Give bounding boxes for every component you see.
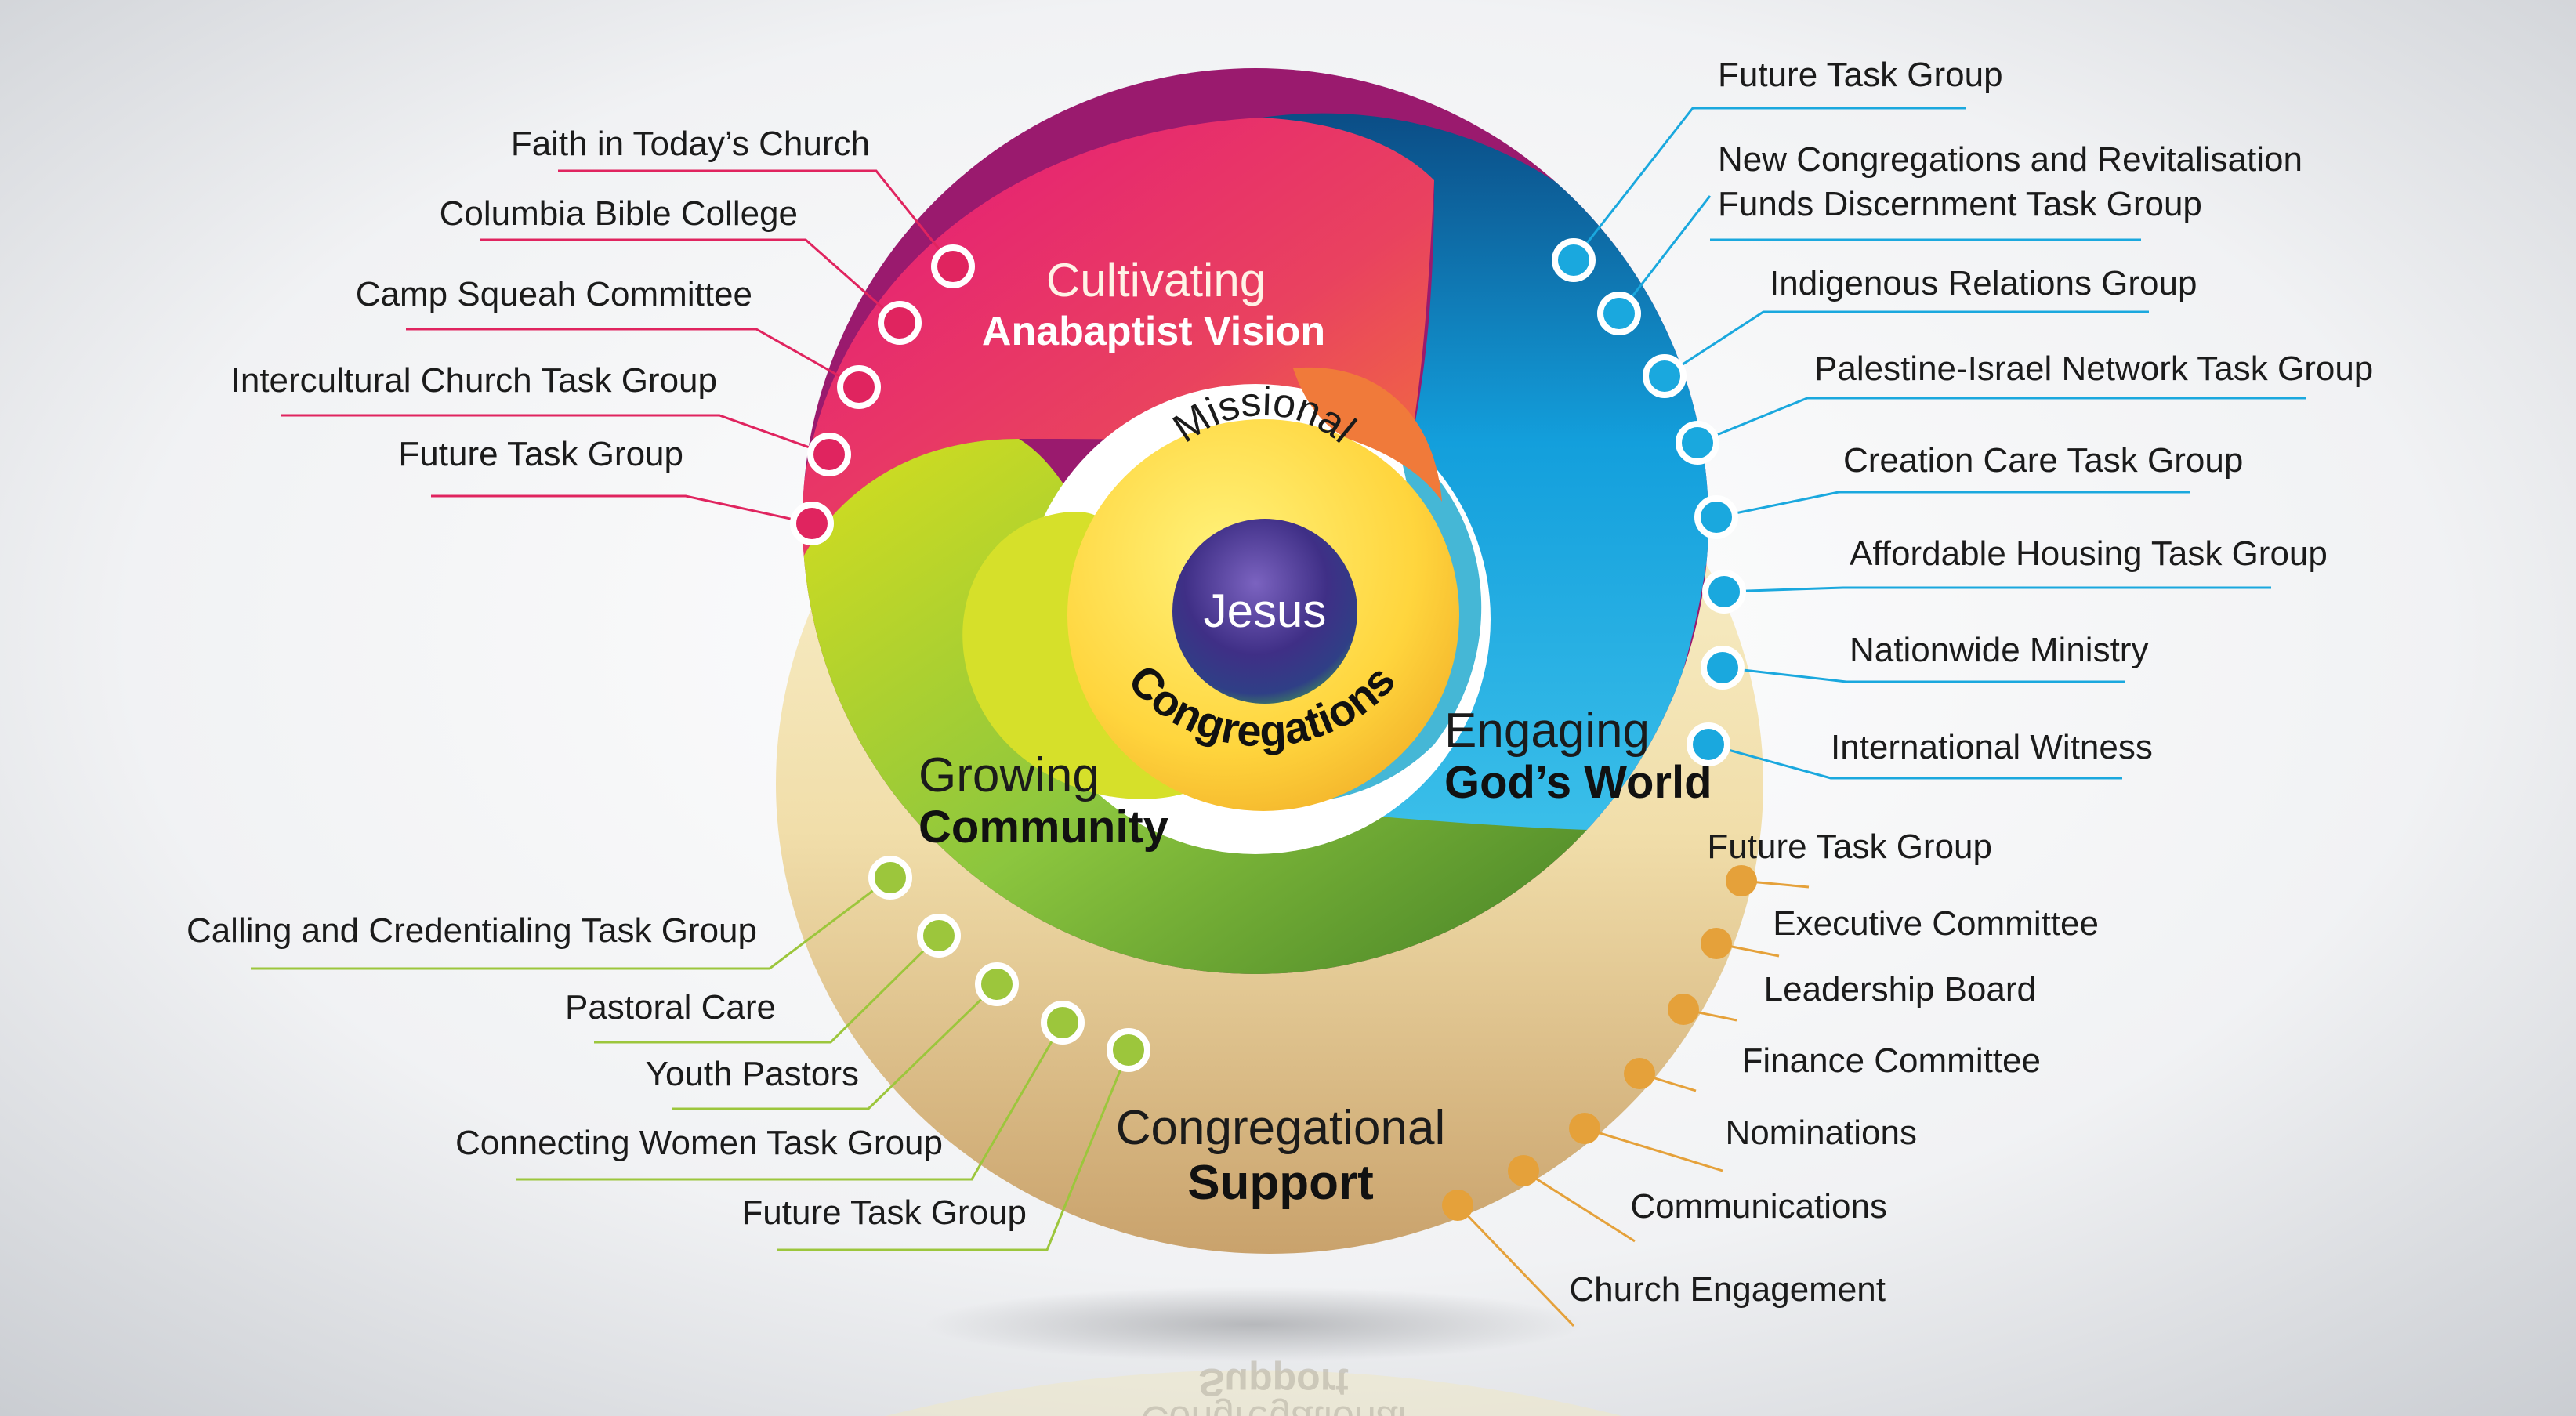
- callout-label-red-4: Future Task Group: [398, 435, 683, 473]
- red-inner-swirl: [1293, 367, 1442, 502]
- callout-leader-line: [1572, 107, 1966, 261]
- callout-dot: [837, 365, 881, 409]
- callout-leader-line: [1523, 1169, 1636, 1243]
- callout-dot: [1597, 292, 1641, 335]
- support-line2: Support: [1187, 1156, 1374, 1210]
- callout-label-green-2: Youth Pastors: [646, 1055, 859, 1093]
- callout-leader-line: [594, 934, 940, 1044]
- callout-label-blue-2: Funds Discernment Task Group: [1718, 185, 2202, 223]
- callout-dot: [917, 914, 961, 958]
- callout-leader-line: [558, 169, 955, 267]
- engaging-sector: [1254, 113, 1708, 846]
- callout-label-blue-1: New Congregations and Revitalisation: [1718, 140, 2302, 179]
- callout-dot: [1687, 722, 1730, 766]
- callout-label-orange-0: Future Task Group: [1707, 828, 1992, 866]
- callout-leader-line: [1456, 1204, 1575, 1327]
- callout-label-blue-4: Palestine-Israel Network Task Group: [1814, 349, 2373, 388]
- callout-dot: [1624, 1058, 1655, 1089]
- callout-label-orange-1: Executive Committee: [1773, 904, 2099, 943]
- callout-dot: [975, 962, 1019, 1006]
- callout-dot: [1676, 421, 1719, 465]
- callout-leader-line: [1722, 666, 2125, 683]
- jesus-label: Jesus: [1204, 585, 1327, 637]
- callout-leader-line: [1697, 397, 2306, 444]
- reflection-text-1: Support: [1198, 1360, 1349, 1404]
- callout-dot: [790, 502, 834, 545]
- callout-leader-line: [516, 1022, 1064, 1181]
- callout-leader-line: [406, 328, 860, 389]
- callout-label-blue-6: Affordable Housing Task Group: [1850, 534, 2328, 573]
- callout-dot: [807, 433, 851, 476]
- callout-label-blue-5: Creation Care Task Group: [1843, 441, 2243, 480]
- reflection-text-2: Congregational: [1140, 1398, 1406, 1416]
- callout-label-orange-2: Leadership Board: [1764, 970, 2036, 1009]
- callout-dot: [878, 301, 922, 345]
- callout-dot: [1702, 570, 1746, 614]
- cultivating-line1: Cultivating: [1046, 254, 1266, 306]
- callout-dot: [931, 244, 975, 288]
- jesus-orb: [1172, 519, 1357, 704]
- callout-leader-line: [1716, 491, 2190, 519]
- callout-label-red-1: Columbia Bible College: [440, 194, 798, 233]
- callout-label-red-3: Intercultural Church Task Group: [231, 361, 717, 400]
- callout-label-green-1: Pastoral Care: [565, 988, 776, 1027]
- support-line1: Congregational: [1116, 1101, 1446, 1155]
- growing-line2: Community: [918, 802, 1168, 853]
- callout-label-orange-6: Church Engagement: [1569, 1270, 1886, 1309]
- callout-dot: [1694, 495, 1738, 539]
- callout-dot: [1701, 646, 1745, 690]
- callout-leader-line: [1708, 743, 2122, 780]
- cultivating-sector: [803, 117, 1434, 564]
- callout-label-blue-0: Future Task Group: [1718, 56, 2003, 94]
- callout-leader-line: [1664, 310, 2149, 378]
- callout-leader-line: [251, 876, 891, 970]
- callout-leader-line: [1723, 586, 2271, 593]
- engaging-line2: God’s World: [1444, 757, 1712, 808]
- callout-leader-line: [281, 414, 830, 456]
- callout-label-green-0: Calling and Credentialing Task Group: [187, 911, 757, 950]
- callout-dot: [1508, 1155, 1539, 1186]
- callout-label-green-3: Connecting Women Task Group: [455, 1124, 943, 1162]
- callout-leader-line: [431, 494, 813, 525]
- callout-dot: [1668, 994, 1699, 1025]
- ground-shadow: [925, 1287, 1583, 1362]
- callout-label-orange-4: Nominations: [1725, 1114, 1917, 1152]
- callout-leader-line: [480, 238, 900, 324]
- callout-dot: [868, 856, 912, 900]
- callout-leader-line: [672, 983, 998, 1110]
- callout-dot: [1442, 1190, 1473, 1221]
- callout-dot: [1552, 238, 1596, 282]
- growing-line1: Growing: [918, 748, 1100, 802]
- callout-label-red-2: Camp Squeah Committee: [356, 275, 752, 313]
- callout-label-red-0: Faith in Today’s Church: [511, 125, 870, 163]
- cultivating-line2: Anabaptist Vision: [982, 309, 1325, 354]
- callout-label-blue-3: Indigenous Relations Group: [1770, 264, 2197, 302]
- callout-dot: [1569, 1113, 1600, 1144]
- callout-dot: [1643, 354, 1687, 398]
- callout-leader-line: [777, 1049, 1130, 1251]
- ring-reflection: [886, 1370, 1622, 1416]
- callout-dot: [1041, 1001, 1085, 1045]
- callout-leader-line: [1584, 1127, 1723, 1172]
- callout-dot: [1701, 928, 1732, 959]
- callout-label-orange-5: Communications: [1630, 1187, 1887, 1226]
- engaging-line1: Engaging: [1444, 704, 1650, 758]
- callout-label-orange-3: Finance Committee: [1742, 1041, 2041, 1080]
- callout-label-blue-8: International Witness: [1831, 728, 2153, 766]
- callout-leader-line: [1618, 195, 1712, 314]
- callout-dot: [1726, 865, 1757, 896]
- callout-label-green-4: Future Task Group: [741, 1193, 1027, 1232]
- callout-dot: [1107, 1028, 1150, 1072]
- callout-group-green: Calling and Credentialing Task GroupPast…: [187, 856, 1150, 1251]
- callout-label-blue-7: Nationwide Ministry: [1850, 631, 2148, 669]
